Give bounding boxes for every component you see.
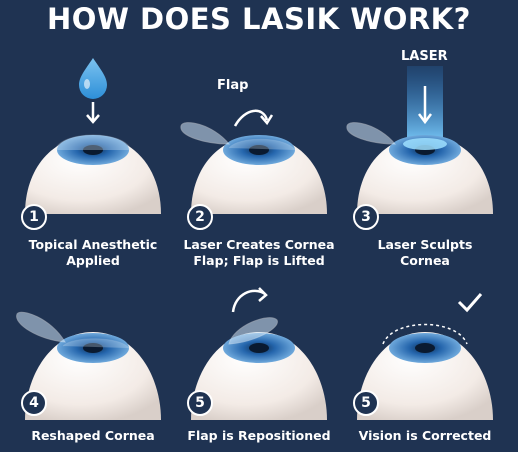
pupil — [83, 145, 103, 155]
step-5-illustration — [191, 287, 327, 420]
caption-line: Flap is Repositioned — [187, 428, 331, 443]
step-number-badge: 5 — [187, 390, 213, 416]
eyeball — [357, 332, 493, 420]
step-number-badge: 1 — [21, 204, 47, 230]
caption-line: Laser Sculpts — [377, 237, 473, 252]
checkmark-icon — [457, 293, 483, 313]
step-caption: Flap is Repositioned — [173, 428, 345, 444]
eyeball — [25, 136, 161, 214]
cornea-outline — [382, 323, 468, 345]
flap-icon — [228, 317, 278, 345]
eyeball — [191, 332, 327, 420]
step-number-badge: 5 — [353, 390, 379, 416]
cornea — [228, 138, 296, 151]
pupil — [249, 343, 269, 353]
caption-line: Laser Creates Cornea — [183, 237, 335, 252]
laser-label: LASER — [401, 49, 448, 64]
flap-icon — [346, 122, 397, 145]
step-caption: Reshaped Cornea — [7, 428, 179, 444]
caption-line: Flap; Flap is Lifted — [193, 253, 325, 268]
pupil — [249, 145, 269, 155]
eyeball — [191, 136, 327, 214]
cornea — [54, 134, 132, 151]
arrow-curved-icon — [233, 109, 269, 127]
step-3-illustration — [346, 66, 493, 214]
caption-line: Cornea — [400, 253, 450, 268]
step-6-illustration — [357, 293, 493, 420]
step-caption: Topical Anesthetic Applied — [7, 237, 179, 269]
step-number-badge: 2 — [187, 204, 213, 230]
step-caption: Vision is Corrected — [339, 428, 511, 444]
eyeball — [357, 136, 493, 214]
eyeball — [25, 332, 161, 420]
caption-line: Vision is Corrected — [358, 428, 492, 443]
pupil — [83, 343, 103, 353]
caption-line: Applied — [66, 253, 120, 268]
flap-label: Flap — [217, 78, 249, 93]
step-caption: Laser Creates Cornea Flap; Flap is Lifte… — [173, 237, 345, 269]
step-caption: Laser Sculpts Cornea — [339, 237, 511, 269]
page-title: HOW DOES LASIK WORK? — [47, 2, 471, 36]
flap-icon — [16, 311, 66, 343]
flap-icon — [180, 122, 231, 145]
cornea — [62, 338, 130, 349]
pupil — [415, 343, 435, 353]
step-number-badge: 3 — [353, 204, 379, 230]
step-4-illustration — [16, 311, 161, 420]
step-1-illustration — [25, 58, 161, 214]
step-2-illustration — [180, 109, 327, 214]
caption-line: Topical Anesthetic — [28, 237, 158, 252]
drop-icon — [79, 58, 107, 99]
step-number-badge: 4 — [21, 390, 47, 416]
caption-line: Reshaped Cornea — [31, 428, 155, 443]
